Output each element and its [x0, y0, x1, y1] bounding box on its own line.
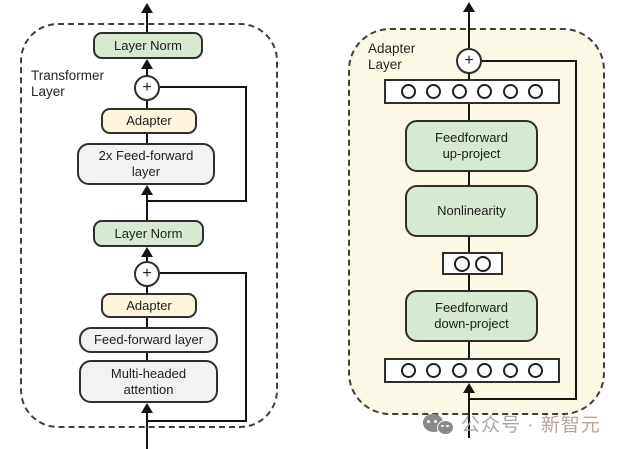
flow-line — [146, 101, 148, 109]
add-node-top: + — [134, 75, 160, 101]
add-node: + — [456, 48, 482, 74]
feature-circle — [451, 363, 467, 378]
feature-circle — [426, 363, 442, 378]
feedforward-box: Feed-forward layer — [79, 327, 218, 353]
multi-headed-attention-box: Multi-headed attention — [79, 360, 218, 403]
nonlinearity-box: Nonlinearity — [405, 185, 538, 237]
skip-connection-line — [245, 273, 247, 422]
flow-line — [468, 11, 470, 48]
add-node-bottom: + — [134, 261, 160, 287]
input-line — [468, 392, 470, 438]
input-arrowhead — [463, 383, 475, 393]
input-line — [146, 412, 148, 449]
feature-circle — [400, 363, 416, 378]
arrowhead — [141, 59, 153, 69]
skip-connection-line — [245, 87, 247, 202]
skip-connection-line — [482, 60, 577, 62]
flow-line — [468, 342, 470, 358]
layer-norm-bottom-box: Layer Norm — [93, 220, 204, 247]
feature-circle — [453, 255, 470, 272]
flow-line — [468, 237, 470, 252]
arrowhead — [141, 185, 153, 195]
skip-connection-line — [148, 420, 247, 422]
adapter-bottom-box: Adapter — [101, 293, 197, 318]
flow-line — [146, 353, 148, 361]
skip-connection-line — [160, 86, 247, 88]
feature-circle — [475, 255, 492, 272]
flow-line — [468, 172, 470, 185]
watermark-brand: 新智元 — [540, 415, 601, 436]
watermark-prefix: 公众号 — [461, 415, 522, 436]
flow-line — [146, 256, 148, 262]
flow-line — [146, 287, 148, 294]
transformer-layer-label: Transformer Layer — [31, 68, 105, 99]
flow-line — [468, 74, 470, 80]
feedforward-2x-box: 2x Feed-forward layer — [77, 143, 215, 185]
feature-circle — [502, 84, 518, 99]
flow-line — [468, 275, 470, 290]
flow-line — [146, 318, 148, 328]
adapter-top-box: Adapter — [101, 108, 197, 134]
input-arrowhead — [141, 403, 153, 413]
feature-circle — [477, 363, 493, 378]
adapter-layer-label: Adapter Layer — [368, 41, 416, 72]
feature-circle — [451, 84, 467, 99]
wechat-bubbles-icon — [423, 411, 455, 437]
bottleneck-feature-row — [442, 252, 503, 275]
feature-circle — [528, 84, 544, 99]
flow-line — [146, 12, 148, 32]
feedforward-up-project-box: Feedforward up-project — [405, 120, 538, 172]
feature-circle — [477, 84, 493, 99]
skip-connection-line — [160, 272, 247, 274]
layer-norm-top-box: Layer Norm — [93, 32, 203, 59]
output-arrowhead — [141, 3, 153, 13]
feature-circle — [502, 363, 518, 378]
flow-line — [146, 68, 148, 77]
skip-connection-line — [470, 398, 577, 400]
top-feature-row — [384, 79, 560, 104]
flow-line — [468, 104, 470, 120]
flow-line — [146, 134, 148, 144]
skip-connection-line — [575, 61, 577, 399]
skip-connection-line — [148, 200, 247, 202]
output-arrowhead — [463, 2, 475, 12]
feature-circle — [528, 363, 544, 378]
bottom-feature-row — [384, 358, 560, 383]
feedforward-down-project-box: Feedforward down-project — [405, 290, 538, 342]
watermark-separator: · — [521, 415, 541, 436]
flow-line — [146, 194, 148, 220]
arrowhead — [141, 247, 153, 257]
watermark: 公众号 · 新智元 — [423, 410, 601, 437]
feature-circle — [426, 84, 442, 99]
feature-circle — [400, 84, 416, 99]
watermark-text: 公众号 · 新智元 — [461, 410, 601, 437]
